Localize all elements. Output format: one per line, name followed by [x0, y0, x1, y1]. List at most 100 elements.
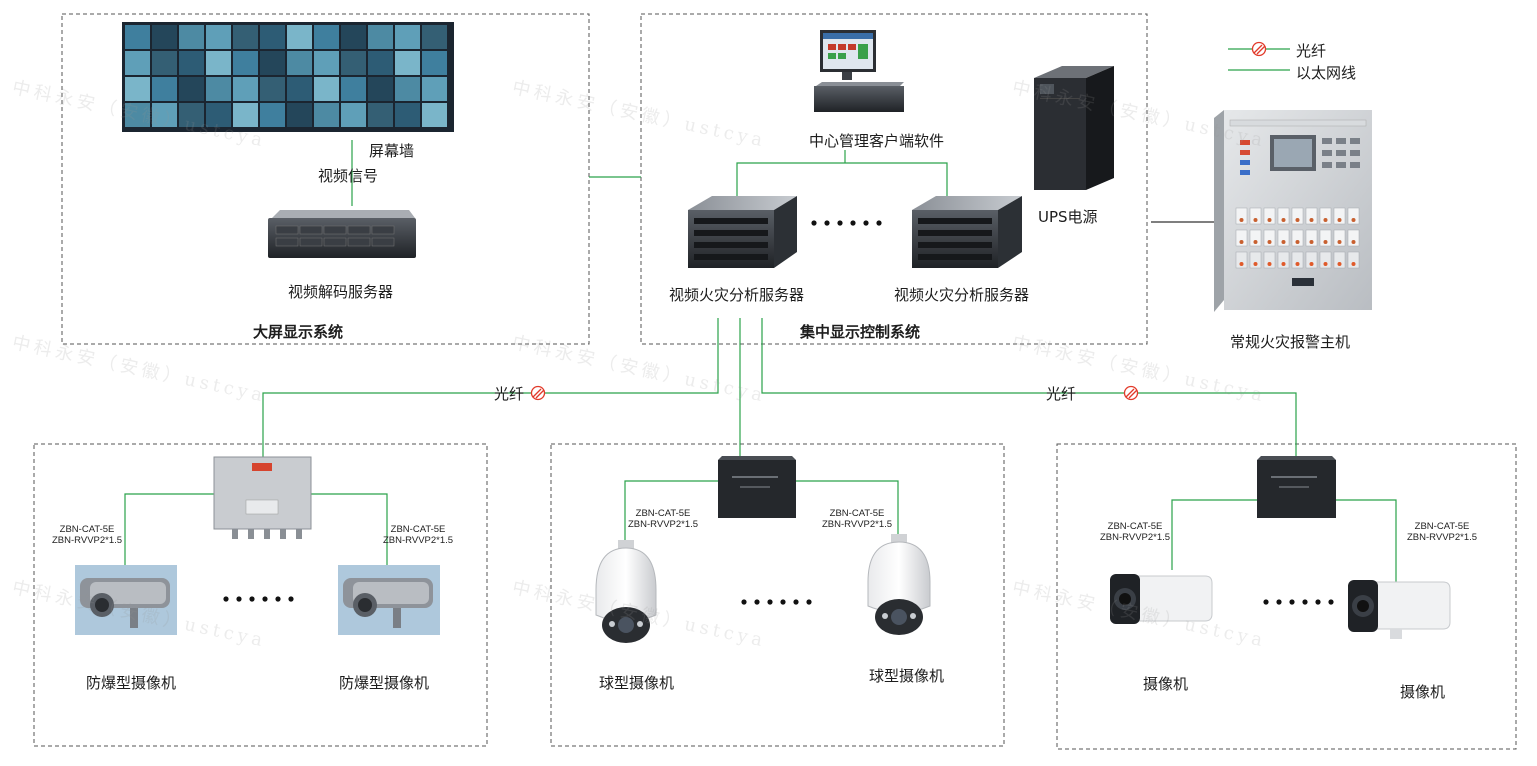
video-wall-screen-cell: [179, 77, 204, 101]
panel-zone-led: [1323, 218, 1328, 222]
panel-zone-key: [1291, 229, 1304, 247]
panel-zone-led: [1239, 218, 1244, 222]
video-wall-screen-cell: [341, 25, 366, 49]
panel-zone-key: [1305, 251, 1318, 269]
client-software-label: 中心管理客户端软件: [809, 132, 945, 150]
client-workstation-icon: [814, 30, 904, 112]
bullet-camera-label: 摄像机: [1143, 675, 1189, 693]
panel-zone-key: [1263, 229, 1276, 247]
explosion-proof-camera-label: 防爆型摄像机: [339, 674, 430, 692]
panel-zone-led: [1309, 240, 1314, 244]
video-wall-screen-cell: [287, 51, 312, 75]
panel-zone-led: [1253, 240, 1258, 244]
analysis-server-label: 视频火灾分析服务器: [894, 286, 1030, 304]
video-wall-screen-cell: [395, 25, 420, 49]
video-wall-screen-cell: [341, 103, 366, 127]
video-wall-screen-cell: [314, 25, 339, 49]
fiber-left-line: [262, 318, 719, 444]
video-wall-screen-cell: [125, 103, 150, 127]
panel-zone-key: [1235, 229, 1248, 247]
panel-zone-led: [1239, 262, 1244, 266]
panel-zone-key: [1319, 251, 1332, 269]
explosion-proof-camera-icon: [338, 565, 440, 635]
panel-zone-led: [1281, 262, 1286, 266]
video-wall-screen-cell: [314, 103, 339, 127]
panel-zone-key: [1249, 207, 1262, 225]
video-wall-screen-cell: [287, 103, 312, 127]
panel-zone-key: [1347, 229, 1360, 247]
video-wall-screen-cell: [260, 25, 285, 49]
video-wall-screen-cell: [206, 77, 231, 101]
video-wall-screen-cell: [314, 51, 339, 75]
ups-icon: [1034, 66, 1114, 190]
panel-zone-led: [1309, 262, 1314, 266]
video-wall-screen-cell: [341, 77, 366, 101]
panel-zone-key: [1347, 207, 1360, 225]
video-wall-screen-cell: [179, 103, 204, 127]
panel-zone-led: [1253, 218, 1258, 222]
video-wall-screen-cell: [395, 77, 420, 101]
ellipsis-dots: [1263, 599, 1334, 605]
panel-zone-key: [1291, 207, 1304, 225]
video-wall-screen-cell: [260, 51, 285, 75]
dome-group-box: [550, 443, 1005, 747]
video-wall-screen-cell: [233, 51, 258, 75]
video-wall-screen-cell: [368, 25, 393, 49]
panel-zone-key: [1277, 207, 1290, 225]
cable-spec-line: ZBN-RVVP2*1.5: [822, 519, 893, 530]
video-wall-screen-cell: [206, 51, 231, 75]
video-wall-screen-cell: [152, 77, 177, 101]
panel-zone-key: [1235, 207, 1248, 225]
video-wall-screen-cell: [125, 77, 150, 101]
bullet-camera-icon: [1348, 580, 1451, 639]
legend-ethernet-label: 以太网线: [1296, 64, 1357, 82]
explosion-proof-camera-label: 防爆型摄像机: [86, 674, 177, 692]
cable-spec-label: ZBN-CAT-5E ZBN-RVVP2*1.5: [383, 524, 453, 546]
cable-spec-label: ZBN-CAT-5E ZBN-RVVP2*1.5: [628, 508, 698, 530]
video-wall-screen-cell: [395, 51, 420, 75]
dome-camera-icon: [867, 534, 931, 635]
system-boxes: [33, 13, 1517, 750]
video-wall-screen-cell: [287, 77, 312, 101]
g1-left-cable: [124, 493, 214, 565]
video-wall-screen-cell: [233, 25, 258, 49]
network-switch-box-icon: [1257, 456, 1336, 518]
dome-camera-icon: [595, 540, 657, 643]
cable-spec-label: ZBN-CAT-5E ZBN-RVVP2*1.5: [1407, 521, 1477, 543]
analysis-server-icon: [688, 196, 797, 268]
panel-zone-led: [1295, 262, 1300, 266]
video-wall-screen-cell: [179, 51, 204, 75]
panel-zone-key: [1277, 251, 1290, 269]
video-wall-screen-cell: [422, 103, 447, 127]
g1-right-cable: [311, 493, 388, 565]
bullet-camera-icon: [1110, 574, 1213, 624]
panel-zone-led: [1351, 240, 1356, 244]
video-wall-screen-cell: [152, 25, 177, 49]
panel-zone-led: [1239, 240, 1244, 244]
big-screen-system-title: 大屏显示系统: [253, 323, 344, 341]
legend: [1228, 41, 1290, 71]
video-wall-icon: [122, 22, 454, 132]
panel-zone-led: [1281, 218, 1286, 222]
video-wall-screen-cell: [341, 51, 366, 75]
cable-spec-line: ZBN-CAT-5E: [1107, 521, 1163, 532]
central-control-system-title: 集中显示控制系统: [800, 323, 921, 341]
video-wall-screen-cell: [179, 25, 204, 49]
bullet-camera-label: 摄像机: [1400, 683, 1446, 701]
panel-zone-led: [1295, 218, 1300, 222]
g3-right-cable: [1336, 499, 1397, 582]
panel-zone-key: [1333, 251, 1346, 269]
big-screen-system-box: [61, 13, 590, 345]
video-wall-screen-cell: [260, 77, 285, 101]
video-wall-screen-cell: [206, 103, 231, 127]
g3-left-cable: [1171, 499, 1257, 570]
g2-right-cable: [796, 480, 899, 540]
client-to-servers-line: [736, 162, 948, 197]
cable-spec-line: ZBN-CAT-5E: [635, 508, 691, 519]
fire-alarm-host-label: 常规火灾报警主机: [1230, 333, 1351, 351]
video-wall-screen-cell: [152, 103, 177, 127]
video-wall-screen-cell: [125, 25, 150, 49]
panel-zone-led: [1351, 218, 1356, 222]
fiber-right-line: [761, 318, 1297, 444]
